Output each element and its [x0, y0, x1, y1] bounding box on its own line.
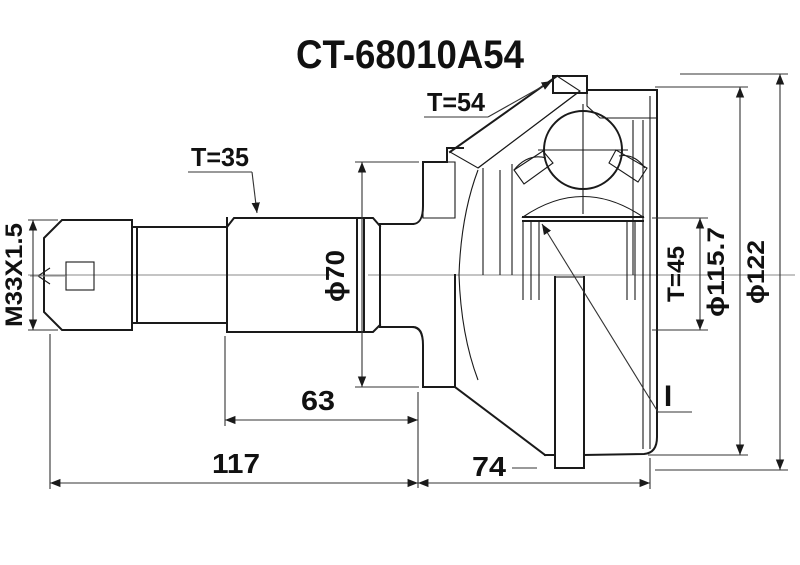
dim-outer-dia-label: ϕ122 — [743, 240, 770, 304]
dim-spline-length-label: 63 — [301, 385, 335, 416]
dim-shaft-spline-label: T=35 — [191, 142, 249, 172]
outer-race-outside-view — [422, 274, 585, 469]
dim-joint-length: 74 — [418, 451, 651, 489]
dim-spline-length: 63 — [224, 336, 419, 488]
dim-shaft-spline: T=35 — [188, 142, 260, 214]
dim-groove-dia-label: ϕ115.7 — [703, 227, 730, 317]
dim-inner-spline-label: T=45 — [663, 246, 690, 302]
dim-thread: M33X1.5 — [1, 219, 58, 331]
part-number-title: CT-68010A54 — [296, 33, 525, 77]
section-leader: I — [541, 223, 692, 413]
dim-outer-spline: T=54 — [424, 80, 553, 118]
outer-race-section — [422, 74, 658, 457]
dim-shaft-length-label: 117 — [212, 448, 260, 479]
section-label: I — [664, 380, 672, 413]
dim-inner-spline: T=45 — [652, 217, 708, 331]
dim-groove-dia: ϕ115.7 — [648, 86, 748, 456]
dim-outer-dia: ϕ122 — [655, 73, 788, 471]
dim-shaft-length: 117 — [49, 334, 418, 489]
dim-outer-spline-label: T=54 — [427, 87, 486, 117]
dim-boot-seat-dia: ϕ70 — [320, 161, 419, 388]
dim-boot-seat-dia-label: ϕ70 — [320, 250, 350, 302]
dim-joint-length-label: 74 — [472, 451, 506, 482]
ball-cage-inner-race — [513, 104, 648, 300]
dim-thread-label: M33X1.5 — [1, 223, 28, 327]
shaft-and-spline — [131, 161, 424, 388]
